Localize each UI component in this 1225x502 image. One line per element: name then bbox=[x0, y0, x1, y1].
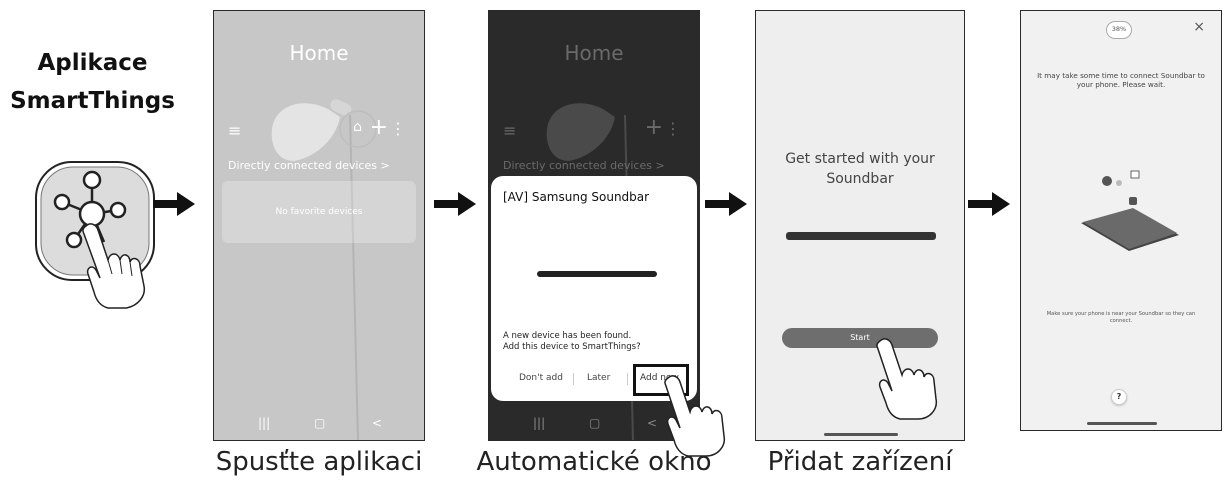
phone-screen-auto-popup: Home ≡ + ⋮ Directly connected devices > … bbox=[488, 10, 700, 441]
phone-screen-get-started: Get started with your Soundbar Start bbox=[755, 10, 965, 441]
menu-icon[interactable]: ≡ bbox=[503, 121, 517, 140]
arrow-right-icon bbox=[705, 192, 747, 216]
home-button[interactable]: ▢ bbox=[314, 416, 326, 430]
help-button[interactable]: ? bbox=[1111, 389, 1127, 405]
lamp-illustration bbox=[271, 99, 377, 440]
smartthings-icon[interactable] bbox=[32, 158, 164, 290]
home-toolbar: ≡ + ⋮ bbox=[503, 115, 685, 143]
android-nav-bar: ||| ▢ < bbox=[214, 410, 424, 440]
arrow-right-icon bbox=[434, 192, 476, 216]
hand-tap-icon bbox=[82, 223, 146, 309]
empty-favorites-text: No favorite devices bbox=[275, 207, 363, 217]
back-button[interactable]: < bbox=[647, 416, 658, 430]
recent-apps-button[interactable]: ||| bbox=[258, 416, 271, 430]
more-icon[interactable]: ⋮ bbox=[390, 119, 406, 138]
get-started-title: Get started with your Soundbar bbox=[756, 149, 964, 189]
dialog-message-line2: Add this device to SmartThings? bbox=[503, 342, 641, 352]
button-divider bbox=[573, 373, 574, 385]
page-title: Home bbox=[289, 41, 349, 65]
more-icon[interactable]: ⋮ bbox=[665, 119, 681, 138]
progress-indicator: 38% bbox=[1106, 21, 1132, 39]
app-name-line2: SmartThings bbox=[10, 88, 175, 114]
home-icon[interactable]: ⌂ bbox=[353, 119, 362, 135]
app-name-label: Aplikace SmartThings bbox=[0, 44, 185, 120]
later-button[interactable]: Later bbox=[587, 373, 611, 383]
android-nav-bar: ||| ▢ < bbox=[489, 410, 699, 440]
hand-tap-icon bbox=[664, 375, 726, 457]
hand-tap-icon bbox=[876, 338, 938, 420]
dialog-message-line1: A new device has been found. bbox=[503, 331, 632, 341]
dialog-title: [AV] Samsung Soundbar bbox=[503, 190, 650, 204]
add-now-button[interactable]: Add now bbox=[633, 364, 689, 396]
home-indicator bbox=[824, 433, 898, 436]
page-title: Home bbox=[564, 41, 624, 65]
connecting-message: It may take some time to connect Soundba… bbox=[1037, 71, 1205, 89]
back-button[interactable]: < bbox=[372, 416, 383, 430]
step-caption: Přidat zařízení bbox=[767, 447, 953, 477]
favorites-card: No favorite devices bbox=[222, 181, 416, 243]
home-toolbar: ≡ ⌂ + ⋮ bbox=[228, 115, 410, 143]
directly-connected-devices-link[interactable]: Directly connected devices > bbox=[503, 159, 665, 172]
add-icon[interactable]: + bbox=[644, 115, 663, 140]
soundbar-image bbox=[537, 271, 657, 277]
start-button-label: Start bbox=[850, 333, 870, 342]
start-button[interactable]: Start bbox=[782, 328, 938, 348]
proximity-note: Make sure your phone is near your Soundb… bbox=[1046, 311, 1196, 324]
add-now-label: Add now bbox=[640, 373, 679, 383]
home-button[interactable]: ▢ bbox=[589, 416, 601, 430]
new-device-dialog: [AV] Samsung Soundbar A new device has b… bbox=[491, 176, 697, 401]
arrow-right-icon bbox=[968, 192, 1010, 216]
close-icon[interactable]: × bbox=[1193, 19, 1205, 35]
phone-devices-illustration bbox=[1081, 170, 1179, 251]
phone-screen-home: Home ≡ ⌂ + ⋮ Directly connected devices … bbox=[213, 10, 425, 441]
step-caption: Spusťte aplikaci bbox=[215, 447, 423, 477]
dialog-message: A new device has been found. Add this de… bbox=[503, 331, 683, 353]
add-icon[interactable]: + bbox=[369, 115, 388, 140]
progress-percent: 38% bbox=[1111, 25, 1127, 33]
phone-screen-connecting: 38% × It may take some time to connect S… bbox=[1020, 10, 1222, 431]
help-icon: ? bbox=[1116, 392, 1122, 401]
soundbar-image bbox=[786, 232, 936, 240]
get-started-title-line1: Get started with your bbox=[785, 151, 935, 167]
dont-add-button[interactable]: Don't add bbox=[519, 373, 563, 383]
arrow-right-icon bbox=[153, 192, 195, 216]
get-started-title-line2: Soundbar bbox=[826, 171, 894, 187]
recent-apps-button[interactable]: ||| bbox=[533, 416, 546, 430]
menu-icon[interactable]: ≡ bbox=[228, 121, 242, 140]
app-name-line1: Aplikace bbox=[37, 50, 148, 76]
step-caption: Automatické okno bbox=[476, 447, 712, 477]
button-divider bbox=[627, 373, 628, 385]
directly-connected-devices-link[interactable]: Directly connected devices > bbox=[228, 159, 390, 172]
home-indicator bbox=[1087, 422, 1157, 425]
